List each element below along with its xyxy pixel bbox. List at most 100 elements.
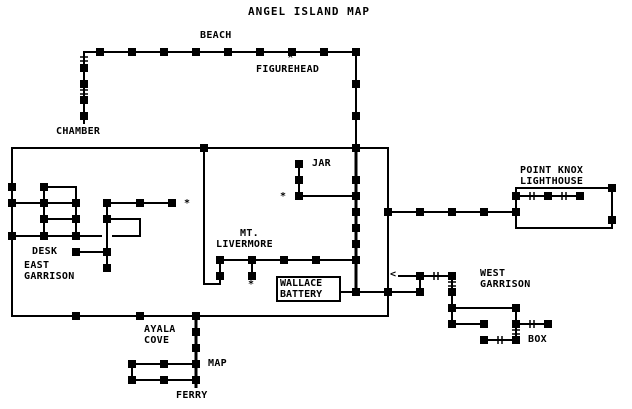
location-node (160, 376, 168, 384)
location-node (160, 48, 168, 56)
location-node (192, 312, 200, 320)
location-node (72, 232, 80, 240)
marker-star-livermore: * (248, 279, 255, 290)
location-node (80, 64, 88, 72)
wallace-battery-box: WALLACE BATTERY (276, 276, 341, 302)
location-node (512, 192, 520, 200)
path-eg-top (44, 186, 77, 236)
label-chamber: CHAMBER (56, 126, 101, 137)
marker-star-jar: * (280, 191, 287, 202)
location-node (216, 272, 224, 280)
label-point-knox: POINT KNOX (520, 165, 584, 176)
location-node (200, 144, 208, 152)
label-east-garrison: GARRISON (24, 271, 75, 282)
location-node (480, 336, 488, 344)
location-node (256, 48, 264, 56)
label-livermore: LIVERMORE (216, 239, 273, 250)
location-node (103, 248, 111, 256)
location-node (40, 199, 48, 207)
label-battery: BATTERY (280, 289, 323, 300)
label-map: MAP (208, 358, 227, 369)
location-node (128, 48, 136, 56)
label-mt: MT. (240, 228, 259, 239)
location-node (192, 328, 200, 336)
label-ferry: FERRY (176, 390, 208, 401)
location-node (352, 144, 360, 152)
location-node (128, 376, 136, 384)
label-west-garrison-block: WEST GARRISON (480, 268, 531, 290)
location-node (224, 48, 232, 56)
location-node (608, 216, 616, 224)
location-node (448, 208, 456, 216)
location-node (384, 208, 392, 216)
label-point-knox-lighthouse: POINT KNOX LIGHTHOUSE (520, 165, 583, 187)
location-node (448, 304, 456, 312)
location-node (136, 312, 144, 320)
location-node (80, 112, 88, 120)
location-node (40, 232, 48, 240)
location-node (352, 240, 360, 248)
map-title: ANGEL ISLAND MAP (248, 5, 370, 18)
location-node (352, 80, 360, 88)
location-node (40, 215, 48, 223)
location-node (352, 256, 360, 264)
location-node (352, 176, 360, 184)
location-node (480, 208, 488, 216)
location-node (352, 48, 360, 56)
label-east: EAST (24, 260, 50, 271)
path-lighthouse-loop (515, 187, 613, 229)
label-desk: DESK (32, 246, 58, 257)
location-node (192, 48, 200, 56)
location-node (80, 80, 88, 88)
location-node (103, 215, 111, 223)
location-node (8, 232, 16, 240)
location-node (80, 96, 88, 104)
location-node (40, 183, 48, 191)
location-node (8, 183, 16, 191)
label-ayala-cove-block: AYALA COVE (144, 324, 176, 346)
location-node (128, 360, 136, 368)
location-node (416, 272, 424, 280)
location-node (72, 215, 80, 223)
marker-arrow: < (390, 269, 397, 280)
label-wallace: WALLACE (280, 278, 323, 289)
location-node (320, 48, 328, 56)
label-box: BOX (528, 334, 547, 345)
location-node (608, 184, 616, 192)
label-beach: BEACH (200, 30, 232, 41)
location-node (512, 208, 520, 216)
label-east-garrison-block: EAST GARRISON (24, 260, 75, 282)
location-node (544, 320, 552, 328)
label-west: WEST (480, 268, 506, 279)
label-west-garrison: GARRISON (480, 279, 531, 290)
label-lighthouse: LIGHTHOUSE (520, 176, 584, 187)
location-node (192, 344, 200, 352)
location-node (448, 288, 456, 296)
location-node (448, 272, 456, 280)
marker-caret: ^ (288, 54, 294, 63)
location-node (136, 199, 144, 207)
location-node (512, 320, 520, 328)
label-mt-livermore-block: MT. LIVERMORE (216, 228, 273, 250)
location-node (416, 288, 424, 296)
location-node (544, 192, 552, 200)
location-node (72, 248, 80, 256)
location-node (288, 48, 296, 56)
location-node (295, 176, 303, 184)
location-node (352, 208, 360, 216)
label-cove: COVE (144, 335, 170, 346)
location-node (280, 256, 288, 264)
location-node (216, 256, 224, 264)
location-node (103, 199, 111, 207)
location-node (384, 288, 392, 296)
location-node (312, 256, 320, 264)
location-node (576, 192, 584, 200)
path-livermore (203, 148, 356, 285)
location-node (168, 199, 176, 207)
location-node (352, 288, 360, 296)
location-node (352, 192, 360, 200)
label-jar: JAR (312, 158, 331, 169)
location-node (352, 112, 360, 120)
location-node (512, 336, 520, 344)
